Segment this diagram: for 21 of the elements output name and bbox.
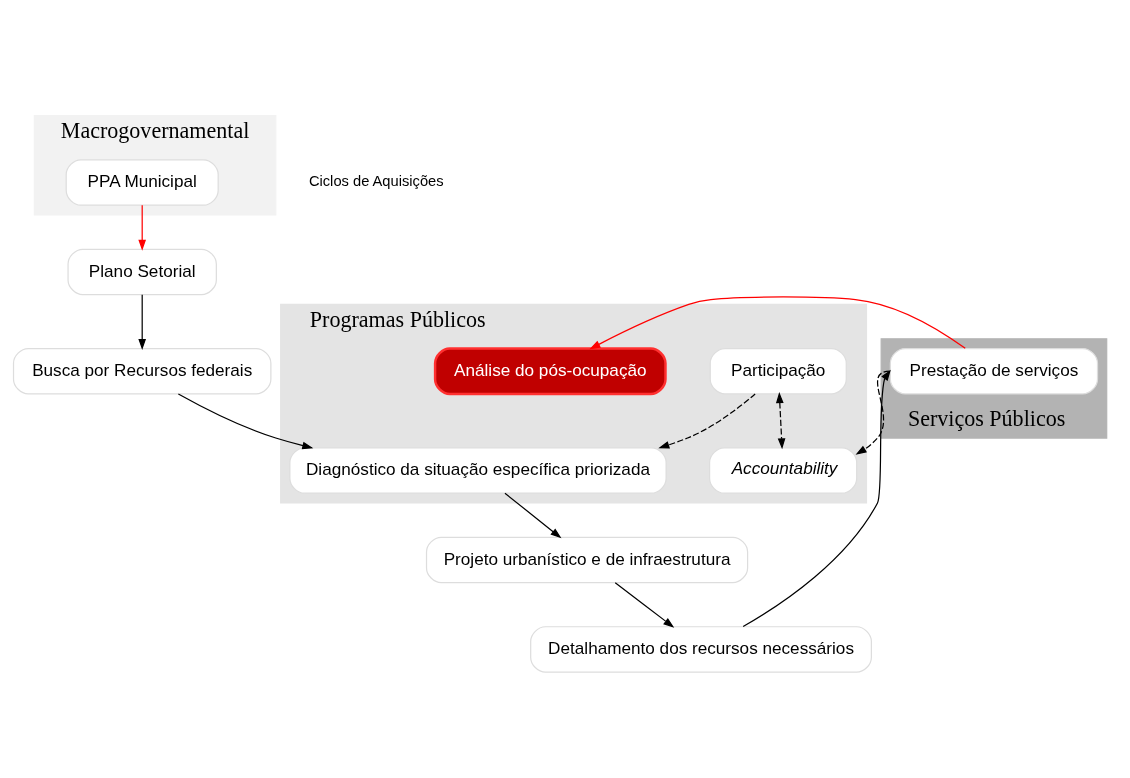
node-box: Detalhamento dos recursos necessários — [530, 626, 872, 673]
node-box: Plano Setorial — [67, 248, 217, 296]
node-box: Prestação de serviços — [889, 347, 1099, 395]
arrow — [138, 204, 147, 251]
arrow — [658, 393, 756, 449]
node-box: Accountability — [709, 447, 858, 494]
node-box: PPA Municipal — [65, 159, 219, 206]
arrow — [177, 393, 314, 450]
node-box: Busca por Recursos federais — [12, 347, 272, 395]
arrow — [742, 369, 891, 628]
node-box: Análise do pós-ocupação — [433, 347, 667, 396]
arrow — [855, 370, 891, 455]
node-box: Projeto urbanístico e de infraestrutura — [425, 536, 749, 584]
arrow — [138, 294, 147, 351]
arrow — [614, 582, 675, 628]
arrow — [775, 392, 786, 450]
node-box: Diagnóstico da situação específica priorizada — [289, 447, 667, 494]
node-box: Participação — [709, 347, 847, 395]
arrow — [504, 492, 562, 539]
label: Ciclos de Aquisições — [308, 173, 444, 190]
arrow — [589, 296, 966, 350]
